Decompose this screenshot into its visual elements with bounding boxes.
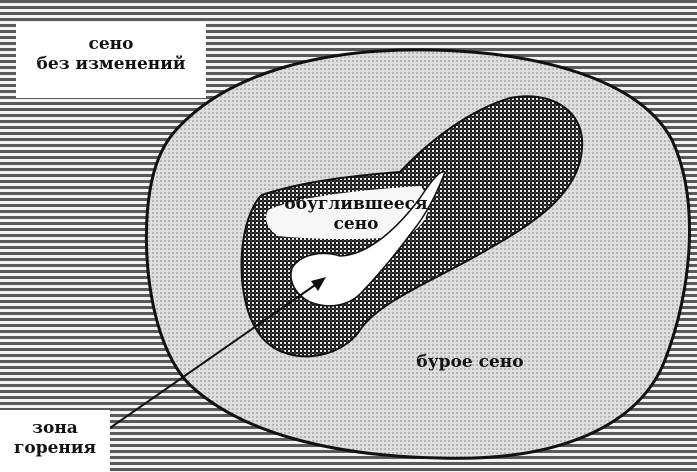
charred-hay-label-line-2: сено xyxy=(276,214,436,234)
combustion-zone-label: зона горения xyxy=(0,410,110,472)
charred-hay-label-line-1: обуглившееся xyxy=(276,194,436,214)
unchanged-hay-label: сено без изменений xyxy=(16,22,206,98)
unchanged-hay-label-line-1: сено xyxy=(16,34,206,54)
unchanged-hay-label-line-2: без изменений xyxy=(16,54,206,74)
combustion-zone-label-line-2: горения xyxy=(0,438,110,458)
charred-hay-label: обуглившееся сено xyxy=(276,194,436,234)
brown-hay-label: бурое сено xyxy=(400,352,540,374)
combustion-zone-label-line-1: зона xyxy=(0,418,110,438)
